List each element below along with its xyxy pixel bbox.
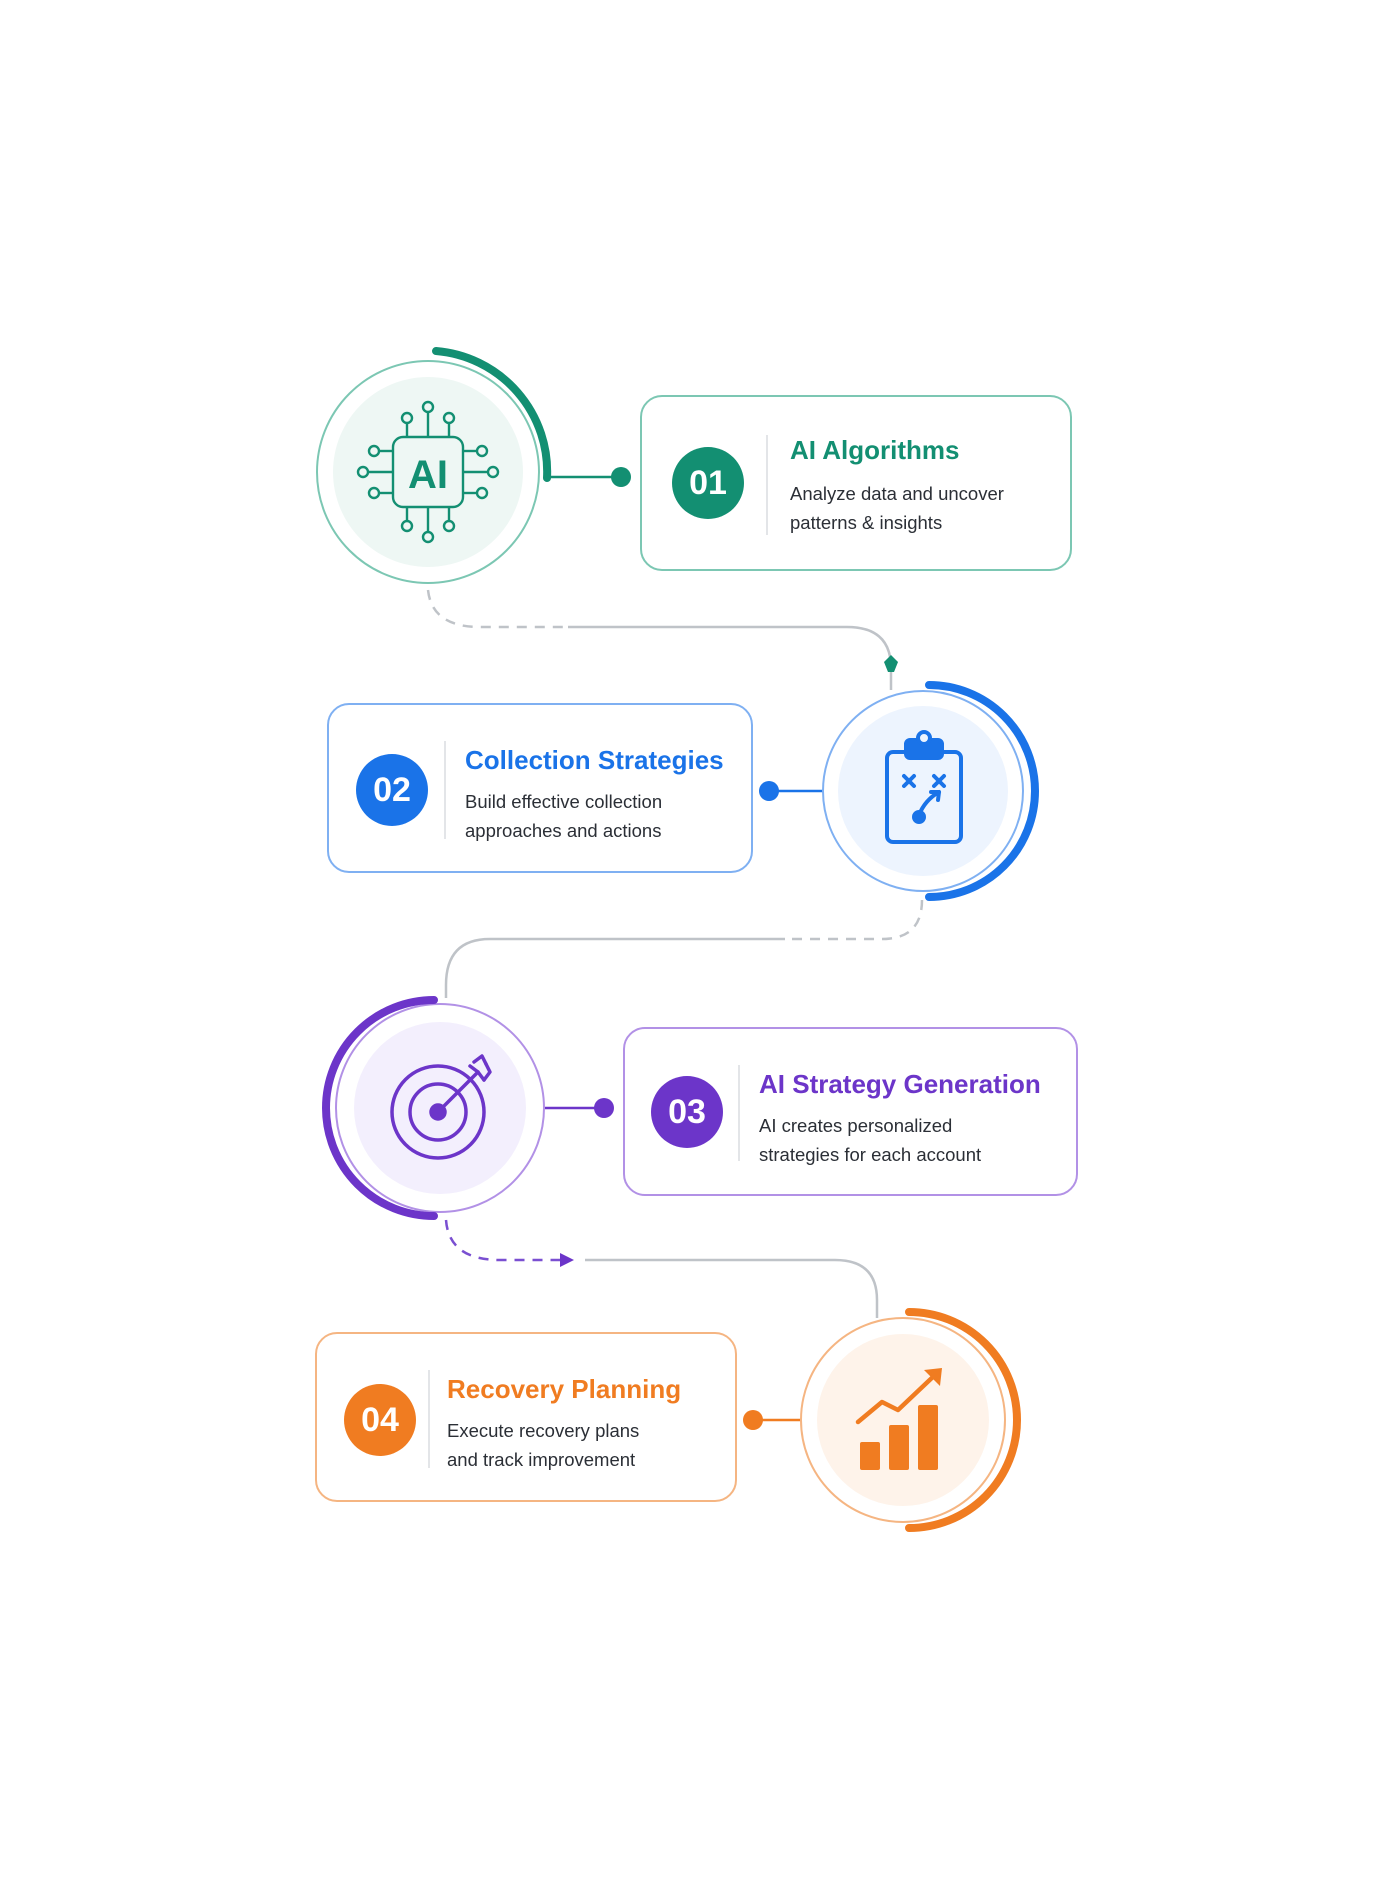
step3-link-dot bbox=[594, 1098, 614, 1118]
step-title-4: Recovery Planning bbox=[447, 1374, 682, 1404]
step-description-4: Execute recovery plans and track improve… bbox=[447, 1416, 727, 1474]
connector-1-to-2-arrow bbox=[884, 655, 898, 672]
step-number-badge-3: 03 bbox=[651, 1076, 723, 1148]
step-description-4-line-2: and track improvement bbox=[447, 1449, 636, 1470]
connector-1-to-2-solid bbox=[568, 625, 893, 690]
step2-progress-arc bbox=[925, 681, 1039, 901]
step4-inner-circle bbox=[817, 1334, 989, 1506]
step-title-3: AI Strategy Generation bbox=[759, 1069, 1041, 1099]
step-description-1: Analyze data and uncover patterns & insi… bbox=[790, 479, 1070, 537]
step-number-badge-4: 04 bbox=[344, 1384, 416, 1456]
connector-1-to-2-dashed bbox=[426, 589, 568, 629]
step-description-2-line-1: Build effective collection bbox=[465, 791, 663, 812]
step-description-1-line-2: patterns & insights bbox=[790, 512, 943, 533]
step1-link-dot bbox=[611, 467, 631, 487]
connector-3-to-4-dashed bbox=[444, 1219, 562, 1262]
ai-chip-label: AI bbox=[408, 453, 448, 497]
step-number-badge-1: 01 bbox=[672, 447, 744, 519]
step-description-2-line-2: approaches and actions bbox=[465, 820, 662, 841]
step-description-4-line-1: Execute recovery plans bbox=[447, 1420, 640, 1441]
growth-chart-icon bbox=[855, 1368, 942, 1470]
step4-link-dot bbox=[743, 1410, 763, 1430]
card-divider-1 bbox=[766, 435, 768, 535]
step-description-3-line-1: AI creates personalized bbox=[759, 1115, 953, 1136]
connector-2-to-3-solid bbox=[444, 937, 785, 998]
step2-link-dot bbox=[759, 781, 779, 801]
step1-progress-arc bbox=[432, 347, 552, 482]
card-divider-4 bbox=[428, 1370, 430, 1468]
clipboard-strategy-icon bbox=[885, 730, 963, 844]
step1-inner-circle bbox=[333, 377, 523, 567]
target-arrow-icon bbox=[390, 1054, 492, 1160]
step-description-3-line-2: strategies for each account bbox=[759, 1144, 982, 1165]
connector-2-to-3-dashed bbox=[785, 899, 924, 941]
ai-chip-icon: AI bbox=[356, 400, 500, 544]
step-title-1: AI Algorithms bbox=[790, 435, 960, 465]
step-description-1-line-1: Analyze data and uncover bbox=[790, 483, 1004, 504]
step-description-3: AI creates personalized strategies for e… bbox=[759, 1111, 1039, 1169]
card-divider-3 bbox=[738, 1065, 740, 1161]
step4-progress-arc bbox=[905, 1308, 1021, 1532]
step-card-1: 01 AI Algorithms Analyze data and uncove… bbox=[640, 395, 1072, 571]
step-description-2: Build effective collection approaches an… bbox=[465, 787, 745, 845]
step-card-2: 02 Collection Strategies Build effective… bbox=[327, 703, 753, 873]
step-card-4: 04 Recovery Planning Execute recovery pl… bbox=[315, 1332, 737, 1502]
step-number-badge-2: 02 bbox=[356, 754, 428, 826]
card-divider-2 bbox=[444, 741, 446, 839]
step2-inner-circle bbox=[838, 706, 1008, 876]
step-card-3: 03 AI Strategy Generation AI creates per… bbox=[623, 1027, 1078, 1196]
step-title-2: Collection Strategies bbox=[465, 745, 724, 775]
connector-3-to-4-arrowhead bbox=[560, 1253, 574, 1267]
connector-3-to-4-solid bbox=[585, 1258, 879, 1318]
step3-progress-arc bbox=[322, 996, 438, 1220]
